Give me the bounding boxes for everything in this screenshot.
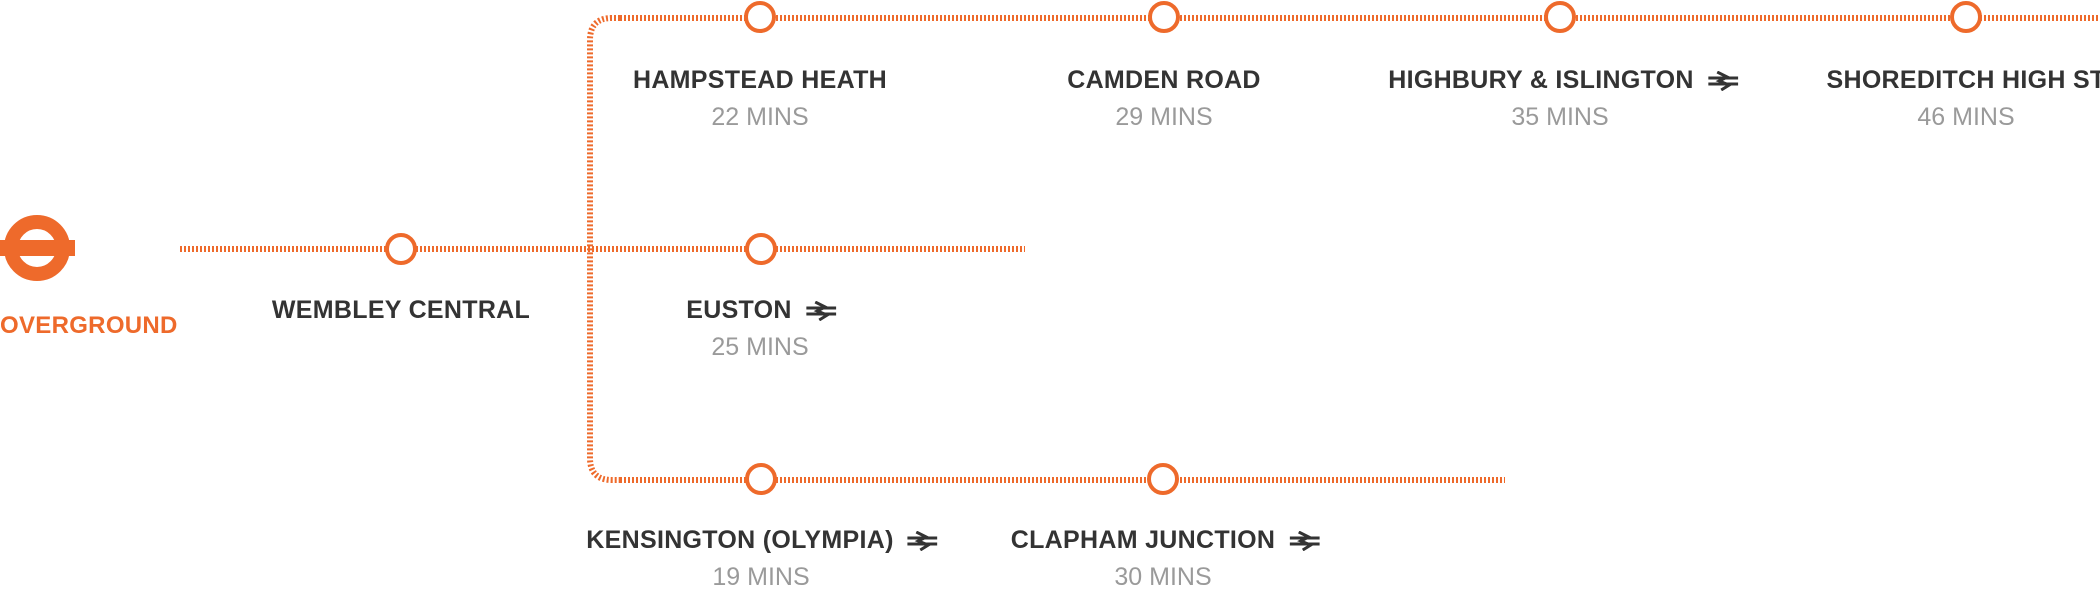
station-name: SHOREDITCH HIGH ST [1826, 66, 2100, 94]
station-label-clapham-junction[interactable]: CLAPHAM JUNCTION [1011, 528, 1320, 553]
station-label-highbury-islington[interactable]: HIGHBURY & ISLINGTON [1388, 68, 1738, 93]
station-label-camden-road[interactable]: CAMDEN ROAD [1067, 68, 1261, 93]
travel-time-kensington-olympia: 19 MINS [712, 563, 810, 591]
national-rail-icon [1707, 70, 1738, 91]
roundel-icon [0, 215, 75, 281]
station-marker-highbury-islington[interactable] [1544, 1, 1576, 33]
station-name: WEMBLEY CENTRAL [271, 296, 531, 324]
route-line-branch-trunk [587, 15, 620, 483]
travel-time-shoreditch-high-st: 46 MINS [1917, 103, 2015, 131]
travel-time-camden-road: 29 MINS [1115, 103, 1213, 131]
station-name: CAMDEN ROAD [1067, 66, 1261, 94]
travel-time-clapham-junction: 30 MINS [1114, 563, 1212, 591]
station-marker-hampstead-heath[interactable] [744, 1, 776, 33]
station-name: KENSINGTON (OLYMPIA) [586, 526, 894, 554]
station-name: CLAPHAM JUNCTION [1010, 526, 1276, 554]
national-rail-icon [805, 300, 836, 321]
station-marker-wembley-central[interactable] [385, 233, 417, 265]
station-label-euston[interactable]: EUSTON [686, 298, 836, 323]
travel-time-euston: 25 MINS [711, 333, 809, 361]
station-marker-kensington-olympia[interactable] [745, 463, 777, 495]
travel-time-highbury-islington: 35 MINS [1511, 103, 1609, 131]
station-name: HIGHBURY & ISLINGTON [1388, 66, 1694, 94]
travel-time-hampstead-heath: 22 MINS [711, 103, 809, 131]
station-label-kensington-olympia[interactable]: KENSINGTON (OLYMPIA) [586, 526, 938, 554]
station-name: HAMPSTEAD HEATH [632, 66, 888, 94]
station-label-shoreditch-high-st[interactable]: SHOREDITCH HIGH ST [1826, 68, 2100, 93]
national-rail-icon [1289, 530, 1320, 551]
station-name: EUSTON [686, 296, 792, 324]
station-marker-camden-road[interactable] [1148, 1, 1180, 33]
national-rail-icon [907, 530, 938, 551]
station-marker-shoreditch-high-st[interactable] [1950, 1, 1982, 33]
overground-logo-label: OVERGROUND [0, 312, 178, 339]
station-label-hampstead-heath[interactable]: HAMPSTEAD HEATH [633, 68, 887, 93]
station-label-wembley-central[interactable]: WEMBLEY CENTRAL [272, 298, 530, 323]
station-marker-clapham-junction[interactable] [1147, 463, 1179, 495]
station-marker-euston[interactable] [745, 233, 777, 265]
